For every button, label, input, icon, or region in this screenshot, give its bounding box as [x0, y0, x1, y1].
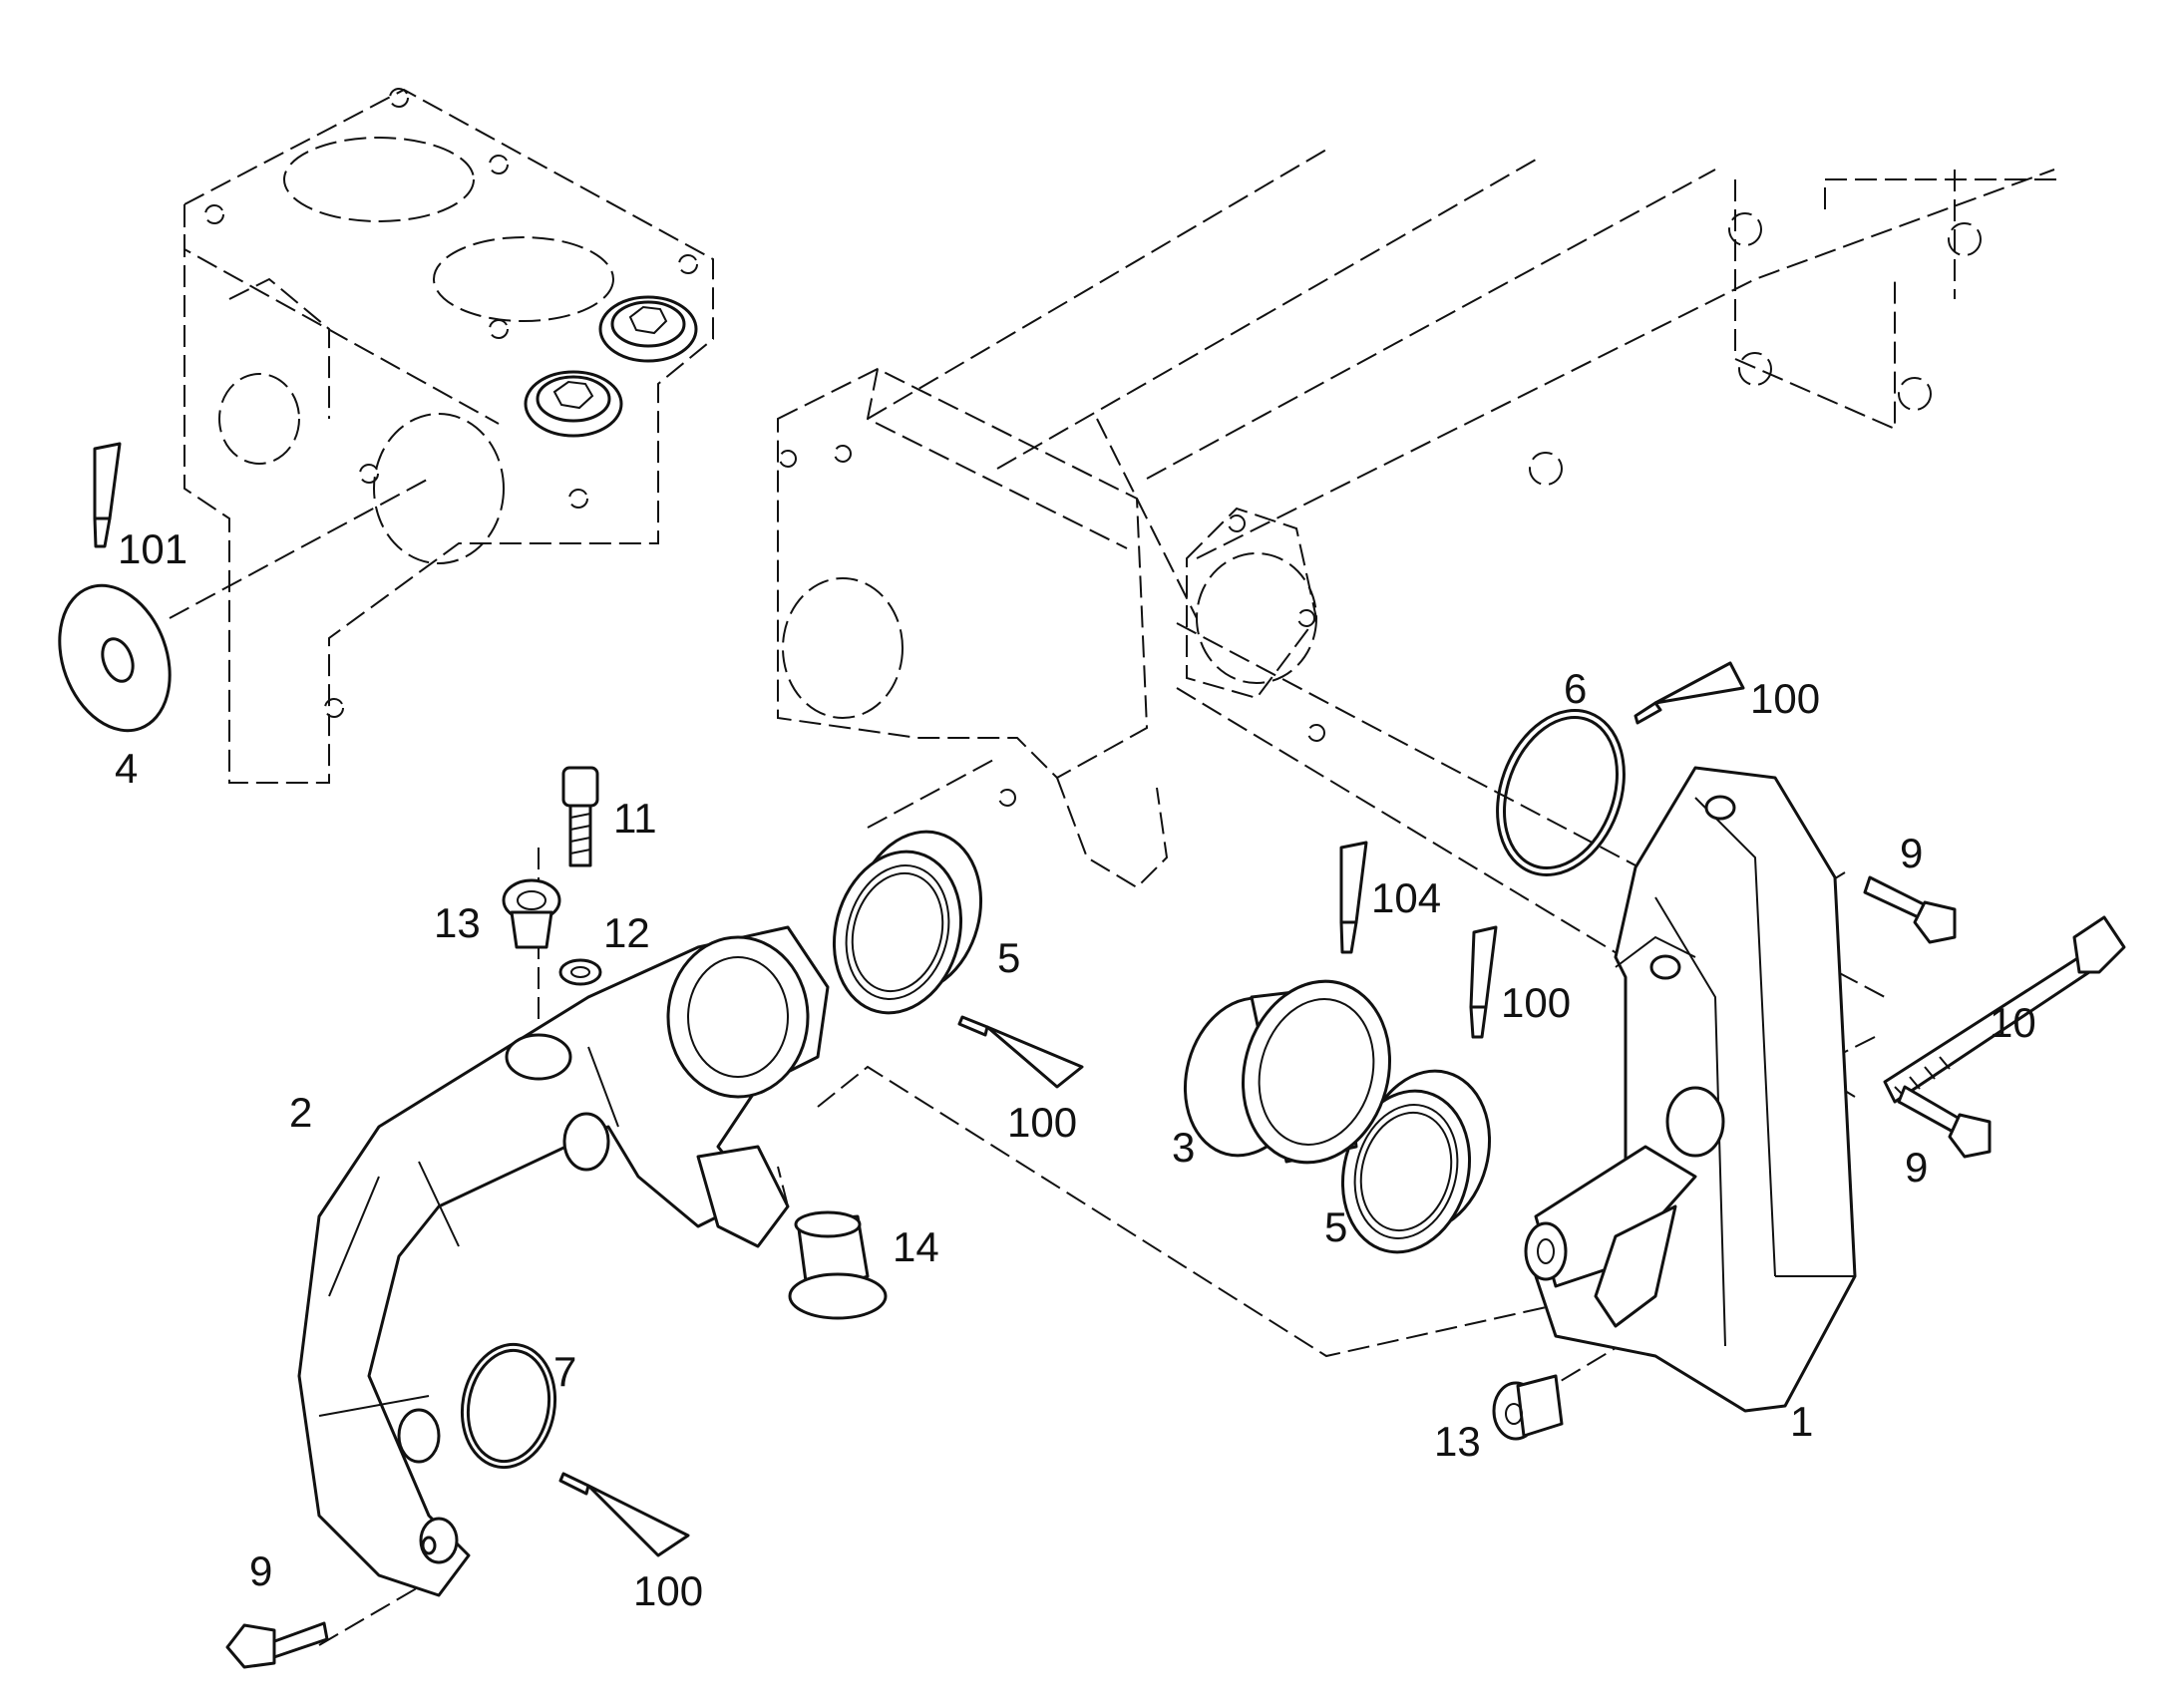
part-3-sleeve — [1183, 979, 1392, 1165]
callout-labels: 1 2 3 4 5 5 6 7 9 9 9 10 11 12 13 13 14 … — [115, 525, 2036, 1614]
label-6: 6 — [1564, 665, 1587, 712]
part-7-o-ring — [460, 1342, 557, 1470]
label-104: 104 — [1371, 874, 1441, 921]
part-9-bolt-upper — [1863, 875, 1957, 944]
part-5-seal-upper — [832, 830, 983, 1015]
label-2: 2 — [289, 1089, 312, 1136]
label-100-middle: 100 — [1007, 1099, 1077, 1146]
label-11: 11 — [613, 795, 657, 842]
part-100-tube-top — [1634, 661, 1745, 725]
part-2-elbow-pipe — [297, 925, 830, 1597]
part-10-long-bolt — [1883, 915, 2126, 1104]
part-100-tube-right — [1469, 925, 1498, 1039]
label-101: 101 — [118, 525, 187, 572]
label-3: 3 — [1172, 1124, 1195, 1171]
part-1-housing-cover — [1524, 766, 1857, 1413]
part-101-sealant-tube — [93, 442, 122, 548]
engine-block-phantom — [183, 88, 714, 784]
part-4-washer — [58, 583, 172, 733]
part-13-plug-top — [502, 878, 561, 949]
part-5-seal-lower — [1340, 1069, 1492, 1254]
label-9-middle: 9 — [1905, 1144, 1928, 1191]
label-14: 14 — [893, 1223, 939, 1270]
label-9-lower: 9 — [249, 1547, 272, 1594]
part-100-tube-middle — [957, 1015, 1084, 1089]
label-100-top: 100 — [1750, 675, 1820, 722]
part-13-plug-lower — [1492, 1374, 1564, 1441]
label-5-lower: 5 — [1324, 1203, 1347, 1250]
part-9-bolt-lower — [225, 1621, 329, 1669]
label-13-lower: 13 — [1434, 1418, 1481, 1465]
part-9-bolt-middle — [1897, 1085, 1992, 1159]
label-12: 12 — [603, 909, 650, 956]
label-10: 10 — [1990, 999, 2036, 1046]
part-12-seal-ring — [558, 958, 602, 986]
part-104-tube — [1339, 841, 1368, 954]
label-1: 1 — [1790, 1398, 1813, 1445]
pump-housing-phantom — [777, 367, 1325, 889]
part-100-tube-bottom — [558, 1472, 690, 1557]
part-6-o-ring — [1496, 709, 1626, 876]
label-9-upper: 9 — [1900, 830, 1923, 876]
label-5-upper: 5 — [997, 934, 1020, 981]
label-100-bottom: 100 — [633, 1567, 703, 1614]
axle-housing-phantom — [867, 149, 2064, 619]
label-7: 7 — [553, 1348, 576, 1395]
part-11-bolt — [561, 766, 599, 867]
label-13-upper: 13 — [434, 899, 481, 946]
block-hex-plugs — [524, 295, 698, 438]
part-14-plug — [788, 1210, 888, 1320]
label-100-right: 100 — [1501, 979, 1571, 1026]
label-4: 4 — [115, 745, 138, 792]
